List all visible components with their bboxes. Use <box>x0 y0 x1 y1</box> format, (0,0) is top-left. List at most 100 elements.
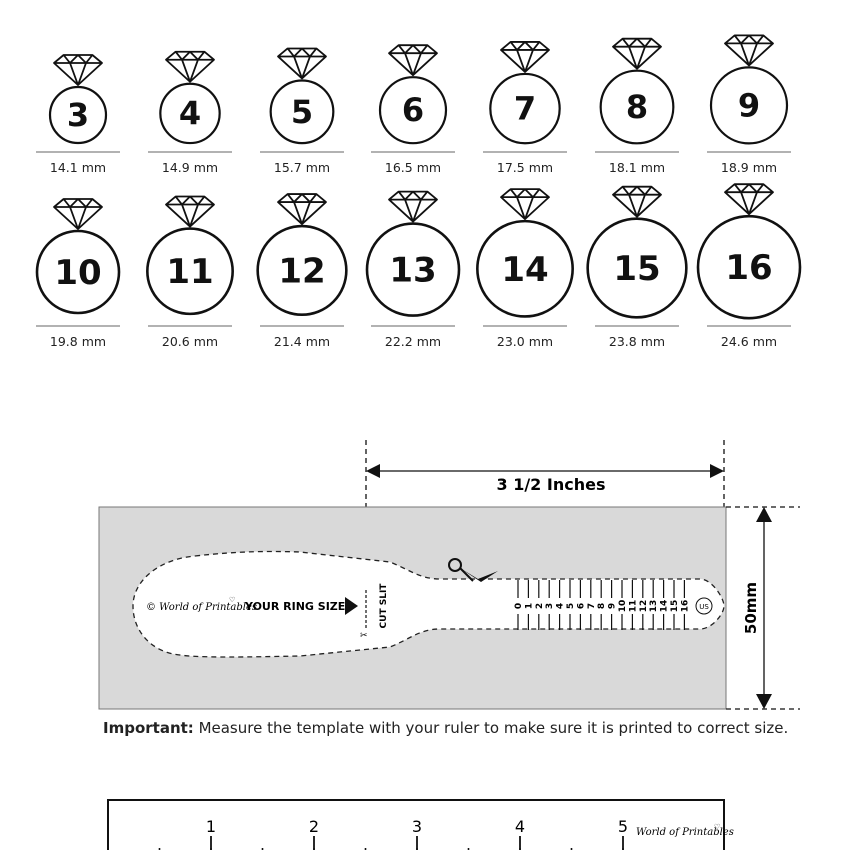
ring-diameter: 14.1 mm <box>50 160 106 175</box>
diamond-icon <box>388 190 438 223</box>
ring-size-number: 12 <box>278 251 325 291</box>
ring-band <box>256 224 348 317</box>
us-badge-label: US <box>699 603 709 611</box>
diamond-icon <box>388 44 438 77</box>
ring-band <box>48 85 108 145</box>
ring-size-12: 12 21.4 mm <box>256 193 348 349</box>
scale-number: 14 <box>660 600 670 613</box>
scale-number: 13 <box>649 600 659 613</box>
ring-band <box>599 69 675 145</box>
diamond-icon <box>500 41 550 73</box>
scale-number: 15 <box>670 600 680 613</box>
ring-size-15: 15 23.8 mm <box>586 185 688 349</box>
ring-band <box>476 219 574 318</box>
ring-band <box>365 222 461 317</box>
ring-band <box>269 79 335 145</box>
ring-size-number: 9 <box>738 86 760 124</box>
ring-size-number: 15 <box>613 249 660 289</box>
ring-size-number: 16 <box>725 248 772 288</box>
scale-number: 6 <box>576 603 586 609</box>
ring-size-8: 8 18.1 mm <box>595 37 679 175</box>
ring-band <box>159 82 221 145</box>
ring-band <box>696 214 802 320</box>
ring-diameter: 21.4 mm <box>274 334 330 349</box>
height-arrow-bottom <box>756 694 772 709</box>
ring-size-3: 3 14.1 mm <box>36 54 120 175</box>
ring-diameter: 20.6 mm <box>162 334 218 349</box>
ring-diameter: 15.7 mm <box>274 160 330 175</box>
important-text: Measure the template with your ruler to … <box>193 719 789 737</box>
scale-number: 11 <box>628 600 638 613</box>
ring-diameter: 18.1 mm <box>609 160 665 175</box>
ring-band <box>146 227 234 316</box>
ring-size-10: 10 19.8 mm <box>35 198 121 349</box>
ring-diameter: 18.9 mm <box>721 160 777 175</box>
your-ring-size-label: YOUR RING SIZE <box>244 600 345 613</box>
ring-size-number: 3 <box>67 96 89 134</box>
ruler-inch-number: 3 <box>412 817 422 836</box>
ring-size-number: 14 <box>501 250 548 290</box>
width-arrow-right <box>710 464 724 478</box>
diamond-icon <box>612 185 662 218</box>
cut-slit-label: CUT SLIT <box>379 583 389 629</box>
scale-number: 5 <box>566 603 576 609</box>
diamond-icon <box>724 183 774 216</box>
ring-size-5: 5 15.7 mm <box>260 47 344 175</box>
ring-size-number: 6 <box>402 91 424 129</box>
scale-number: 0 <box>514 603 524 609</box>
scale-number: 7 <box>587 603 597 609</box>
ring-size-number: 7 <box>514 90 536 128</box>
heart-icon: ♡ <box>229 596 235 604</box>
ring-diameter: 22.2 mm <box>385 334 441 349</box>
ring-size-number: 5 <box>291 93 313 131</box>
width-arrow-left <box>366 464 380 478</box>
ruler-inch-number: 2 <box>309 817 319 836</box>
us-badge <box>695 597 713 615</box>
ring-size-number: 4 <box>179 94 201 132</box>
ring-size-9: 9 18.9 mm <box>707 34 791 175</box>
diamond-icon <box>500 188 550 221</box>
ring-sizer-template: 3 1/2 Inches 50mm CUT SLIT ✂ © World of … <box>98 440 800 710</box>
scale-number: 16 <box>680 600 690 613</box>
ring-size-chart: 3 14.1 mm 4 14.9 mm 5 15.7 mm 6 16.5 mm 7 17.5 mm… <box>35 34 802 349</box>
scale-number: 8 <box>597 603 607 609</box>
ring-band <box>378 76 448 145</box>
diamond-icon <box>612 37 662 70</box>
pointer-arrow-icon <box>345 597 358 615</box>
scale-number: 10 <box>618 600 628 613</box>
ring-size-number: 10 <box>54 253 101 293</box>
ring-diameter: 16.5 mm <box>385 160 441 175</box>
ring-diameter: 17.5 mm <box>497 160 553 175</box>
ruler-brand: World of Printables <box>636 827 734 838</box>
brand-label: © World of Printables <box>146 602 257 613</box>
ring-size-6: 6 16.5 mm <box>371 44 455 175</box>
ruler-inch-number: 1 <box>206 817 216 836</box>
diamond-icon <box>277 47 327 80</box>
ring-diameter: 23.8 mm <box>609 334 665 349</box>
ring-diameter: 23.0 mm <box>497 334 553 349</box>
diamond-icon <box>277 193 327 225</box>
ring-diameter: 19.8 mm <box>50 334 106 349</box>
important-notice: Important: Measure the template with you… <box>103 719 823 737</box>
ring-band <box>35 229 121 315</box>
scale-number: 3 <box>545 603 555 609</box>
width-label: 3 1/2 Inches <box>497 475 606 494</box>
ring-size-number: 8 <box>626 88 648 126</box>
diamond-icon <box>165 195 215 228</box>
sizer-cutout <box>132 550 725 658</box>
diamond-icon <box>53 198 103 230</box>
diamond-icon <box>53 54 103 86</box>
scale-number: 12 <box>639 600 649 613</box>
ruler-inch-number: 5 <box>618 817 628 836</box>
scale-number: 4 <box>556 603 566 609</box>
scissors-icon <box>448 558 498 582</box>
ring-diameter: 14.9 mm <box>162 160 218 175</box>
height-label: 50mm <box>742 582 760 634</box>
ring-size-14: 14 23.0 mm <box>476 188 574 349</box>
